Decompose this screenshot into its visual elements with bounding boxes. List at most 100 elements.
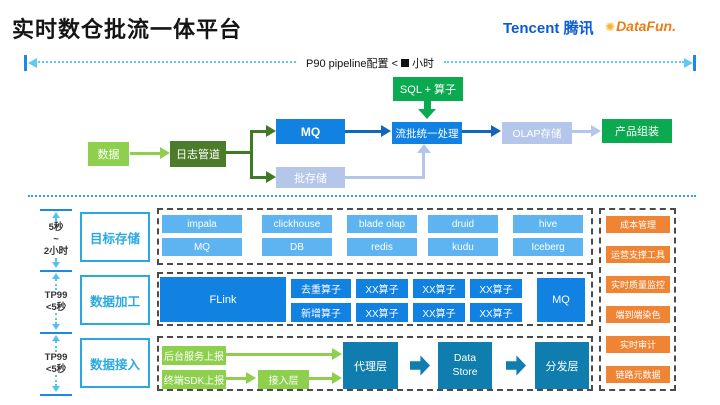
distribution-layer-box: 分发层: [535, 342, 589, 389]
storage-box: DB: [262, 238, 332, 256]
arrow-line-unified-olap: [462, 130, 491, 133]
arrowhead-to-batch-icon: [266, 171, 276, 183]
redacted-value-square: [401, 59, 410, 67]
flink-box: FLink: [160, 277, 286, 322]
arrow-line-backend-proxy: [226, 353, 332, 356]
storage-box: Iceberg: [513, 238, 583, 256]
sql-operator-box: SQL + 算子: [393, 77, 463, 101]
arrowhead-data-log-icon: [160, 147, 170, 159]
time-text: TP99: [44, 289, 68, 301]
side-tool-box: 实时审计: [606, 336, 670, 353]
sql-arrow-down-icon: [418, 109, 436, 119]
rail-arrow-up-icon: [52, 335, 60, 341]
storage-box: redis: [347, 238, 417, 256]
side-tool-box: 实时质量监控: [606, 276, 670, 293]
arrowhead-left-icon: [28, 58, 37, 68]
rail-stem: [55, 375, 57, 386]
operator-box: XX算子: [413, 279, 465, 298]
side-tools-container: [599, 208, 676, 391]
side-tool-box: 运营支撑工具: [606, 246, 670, 263]
arrow-line-olap-product: [572, 130, 591, 133]
rail-arrow-down-icon: [52, 324, 60, 330]
p90-metric-prefix: P90 pipeline配置 <: [305, 58, 399, 70]
p90-metric-label: P90 pipeline配置 < 小时: [296, 55, 444, 71]
fork-line-v: [250, 130, 253, 179]
storage-layer-container: [157, 208, 593, 265]
operator-box: 新增算子: [291, 303, 351, 322]
side-tool-box: 成本管理: [606, 216, 670, 233]
arrowhead-backend-proxy-icon: [332, 348, 342, 360]
arrow-line-data-log: [130, 152, 160, 155]
page-title: 实时数仓批流一体平台: [12, 17, 243, 42]
time-text: <5秒: [45, 363, 67, 375]
rail-stem: [55, 279, 57, 290]
rail-stem: [55, 313, 57, 324]
rail-arrow-up-icon: [52, 273, 60, 279]
mq-box: MQ: [276, 119, 345, 144]
rail-line-2: [40, 270, 72, 272]
datafun-logo: ✺DataFun.: [605, 18, 676, 34]
storage-box: MQ: [162, 238, 242, 256]
arrowhead-olap-product-icon: [591, 125, 601, 137]
arrowhead-unified-olap-icon: [491, 125, 501, 137]
arrowhead-access-proxy-icon: [332, 372, 342, 384]
storage-box: blade olap: [347, 215, 417, 233]
rail-arrow-down-icon: [52, 262, 60, 268]
rail-arrow-down-icon: [52, 386, 60, 392]
dotted-line-right: [444, 61, 684, 63]
time-text: ~: [53, 234, 59, 246]
fork-line-bottom: [252, 176, 266, 179]
operator-box: XX算子: [470, 303, 522, 322]
rail-line-1: [40, 209, 72, 211]
proxy-layer-box: 代理层: [343, 342, 398, 389]
dotted-line-left: [38, 61, 296, 63]
label-data-processing: 数据加工: [80, 275, 150, 325]
arrowhead-sdk-access-icon: [246, 372, 256, 384]
storage-box: clickhouse: [262, 215, 332, 233]
datafun-sparkle-icon: ✺: [605, 20, 616, 34]
rail-line-4: [40, 394, 72, 396]
datafun-logo-text: DataFun.: [616, 18, 676, 34]
p90-metric-suffix: 小时: [412, 58, 435, 70]
batch-return-line-v: [422, 152, 425, 179]
side-tool-box: 端到端染色: [606, 306, 670, 323]
rail-stem: [55, 218, 57, 223]
section-separator-dotted: [28, 195, 696, 197]
tencent-logo: Tencent 腾讯: [503, 17, 594, 38]
backend-report-box: 后台服务上报: [162, 346, 226, 365]
batch-return-arrow-up-icon: [417, 144, 431, 153]
rail-stem: [55, 257, 57, 262]
time-range-access: TP99 <5秒: [40, 335, 72, 392]
fork-line-h: [226, 151, 252, 154]
time-text: 2小时: [43, 245, 69, 257]
time-text: <5秒: [45, 301, 67, 313]
time-text: TP99: [44, 351, 68, 363]
rail-stem: [55, 341, 57, 352]
rail-arrow-up-icon: [52, 212, 60, 218]
arrowhead-mq-unified-icon: [381, 125, 391, 137]
operator-box: XX算子: [356, 303, 408, 322]
time-range-storage: 5秒 ~ 2小时: [40, 212, 72, 268]
product-assembly-box: 产品组装: [602, 119, 672, 143]
arrow-line-sdk-access: [226, 377, 246, 380]
operator-box: XX算子: [356, 279, 408, 298]
log-channel-box: 日志管道: [170, 141, 226, 167]
operator-box: XX算子: [413, 303, 465, 322]
label-target-storage: 目标存储: [80, 212, 150, 262]
arrowhead-to-mq-icon: [266, 125, 276, 137]
span-end-bar-right: [693, 55, 696, 71]
storage-box: druid: [428, 215, 498, 233]
access-layer-container: [157, 336, 593, 391]
access-box: 接入层: [258, 370, 309, 389]
storage-box: hive: [513, 215, 583, 233]
label-data-access: 数据接入: [80, 338, 150, 388]
storage-box: impala: [162, 215, 242, 233]
operator-box: 去重算子: [291, 279, 351, 298]
batch-storage-box: 批存储: [276, 167, 345, 188]
olap-storage-box: OLAP存储: [502, 122, 572, 144]
storage-box: kudu: [428, 238, 498, 256]
rail-line-3: [40, 332, 72, 334]
time-text: 5秒: [48, 222, 64, 234]
tencent-logo-en: Tencent: [503, 20, 560, 37]
arrow-line-access-proxy: [309, 377, 332, 380]
